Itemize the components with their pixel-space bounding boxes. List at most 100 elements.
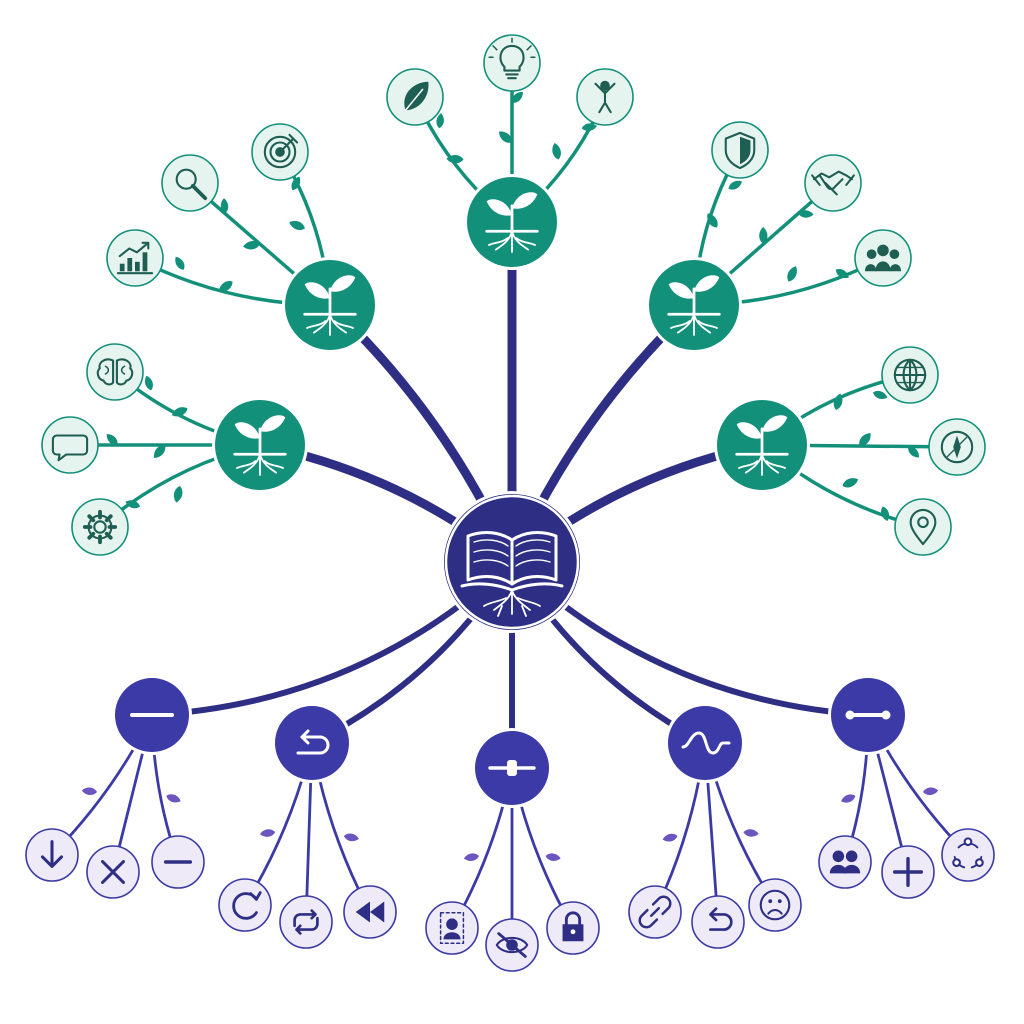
growth-node [464, 174, 560, 270]
location-pin-icon [909, 508, 937, 546]
decorative-leaf [881, 506, 889, 522]
handshake-icon [811, 170, 855, 196]
decorative-leaf [787, 266, 797, 282]
leaf-icon [404, 81, 429, 112]
sprout-icon [485, 192, 539, 253]
decorative-leaf [841, 794, 856, 803]
decorative-leaf [436, 113, 444, 129]
decorative-leaf [291, 176, 301, 191]
slider-stop-icon [488, 760, 536, 776]
growth-node [282, 257, 378, 353]
growth-leaf-node[interactable] [894, 498, 952, 556]
growth-leaf-node[interactable] [106, 229, 164, 287]
decorative-leaf [511, 91, 523, 103]
decline-leaf-node[interactable] [485, 918, 539, 972]
decline-leaf-node[interactable] [343, 885, 397, 939]
decorative-leaf [923, 787, 939, 795]
decline-leaf-node[interactable] [628, 885, 682, 939]
cycle-icon [952, 837, 984, 869]
decorative-leaf [662, 833, 678, 842]
growth-leaf-node[interactable] [86, 343, 144, 401]
decline-leaf-node[interactable] [941, 828, 995, 882]
decorative-leaf [125, 500, 140, 509]
decorative-leaf [106, 434, 118, 446]
person-box-icon [439, 912, 465, 944]
decorative-leaf [220, 198, 229, 214]
person-arms-up-icon [594, 80, 616, 114]
decline-leaf-node[interactable] [546, 901, 600, 955]
decline-leaf-node[interactable] [818, 835, 872, 889]
decline-node [665, 703, 745, 783]
decline-leaf-node[interactable] [425, 901, 479, 955]
decline-node [828, 675, 908, 755]
decorative-leaf [171, 407, 188, 417]
sprout-icon [667, 275, 721, 336]
decorative-leaves [81, 91, 939, 861]
decline-leaf-node[interactable] [25, 828, 79, 882]
decorative-leaf [498, 131, 513, 143]
decorative-leaf [144, 375, 153, 391]
decorative-leaf [166, 794, 181, 803]
lightbulb-icon [488, 37, 536, 80]
decline-node [272, 703, 352, 783]
shield-icon [724, 131, 756, 170]
open-book-roots-icon [460, 531, 564, 617]
return-arrow-icon [296, 729, 330, 755]
growth-leaf-node[interactable] [928, 418, 986, 476]
decorative-leaf [243, 241, 260, 250]
decorative-leaf [908, 446, 919, 458]
sprout-icon [233, 415, 287, 476]
wave-icon [681, 731, 731, 755]
growth-leaf-node[interactable] [71, 498, 129, 556]
decorative-leaf [218, 281, 233, 292]
sad-face-icon [759, 889, 791, 921]
growth-leaf-node[interactable] [804, 154, 862, 212]
decline-leaf-node[interactable] [691, 895, 745, 949]
decorative-leaf [859, 433, 871, 447]
growth-leaf-node[interactable] [41, 416, 99, 474]
decorative-leaf [552, 142, 561, 160]
growth-leaf-node[interactable] [161, 154, 219, 212]
decorative-leaf [545, 853, 561, 861]
x-icon [101, 860, 125, 884]
growth-leaf-node[interactable] [711, 121, 769, 179]
growth-leaf-node[interactable] [483, 34, 541, 92]
link-icon [638, 895, 672, 929]
decline-leaf-node[interactable] [748, 878, 802, 932]
decorative-leaf [842, 478, 859, 488]
growth-leaf-node[interactable] [576, 68, 634, 126]
loop-icon [293, 909, 319, 935]
magnifier-icon [175, 168, 208, 201]
decorative-leaf [343, 833, 359, 842]
branch-nodes [25, 34, 995, 972]
growth-leaf-node[interactable] [386, 68, 444, 126]
growth-leaf-node[interactable] [854, 229, 912, 287]
growth-node [646, 257, 742, 353]
decline-leaf-node[interactable] [279, 895, 333, 949]
arrow-down-icon [40, 840, 64, 868]
decorative-leaf [798, 210, 814, 218]
decorative-leaf [759, 227, 768, 244]
decorative-leaf [173, 486, 183, 503]
decline-node [472, 728, 552, 808]
gear-icon [82, 509, 118, 545]
decorative-leaf [833, 393, 843, 410]
plus-icon [892, 856, 924, 888]
people-icon [829, 850, 861, 874]
decline-node [112, 675, 192, 755]
decline-leaf-node[interactable] [86, 845, 140, 899]
decline-leaf-node[interactable] [151, 835, 205, 889]
decorative-leaf [707, 213, 718, 228]
decline-leaf-node[interactable] [218, 878, 272, 932]
decorative-leaf [728, 180, 742, 190]
root-node-circle [441, 491, 583, 633]
decline-leaf-node[interactable] [881, 845, 935, 899]
lock-icon [562, 911, 584, 942]
bar-chart-growth-icon [116, 241, 154, 275]
speech-bubble-icon [51, 434, 89, 462]
decorative-leaf [259, 829, 276, 837]
decorative-leaf [175, 256, 185, 270]
growth-leaf-node[interactable] [881, 346, 939, 404]
growth-leaf-node[interactable] [251, 123, 309, 181]
